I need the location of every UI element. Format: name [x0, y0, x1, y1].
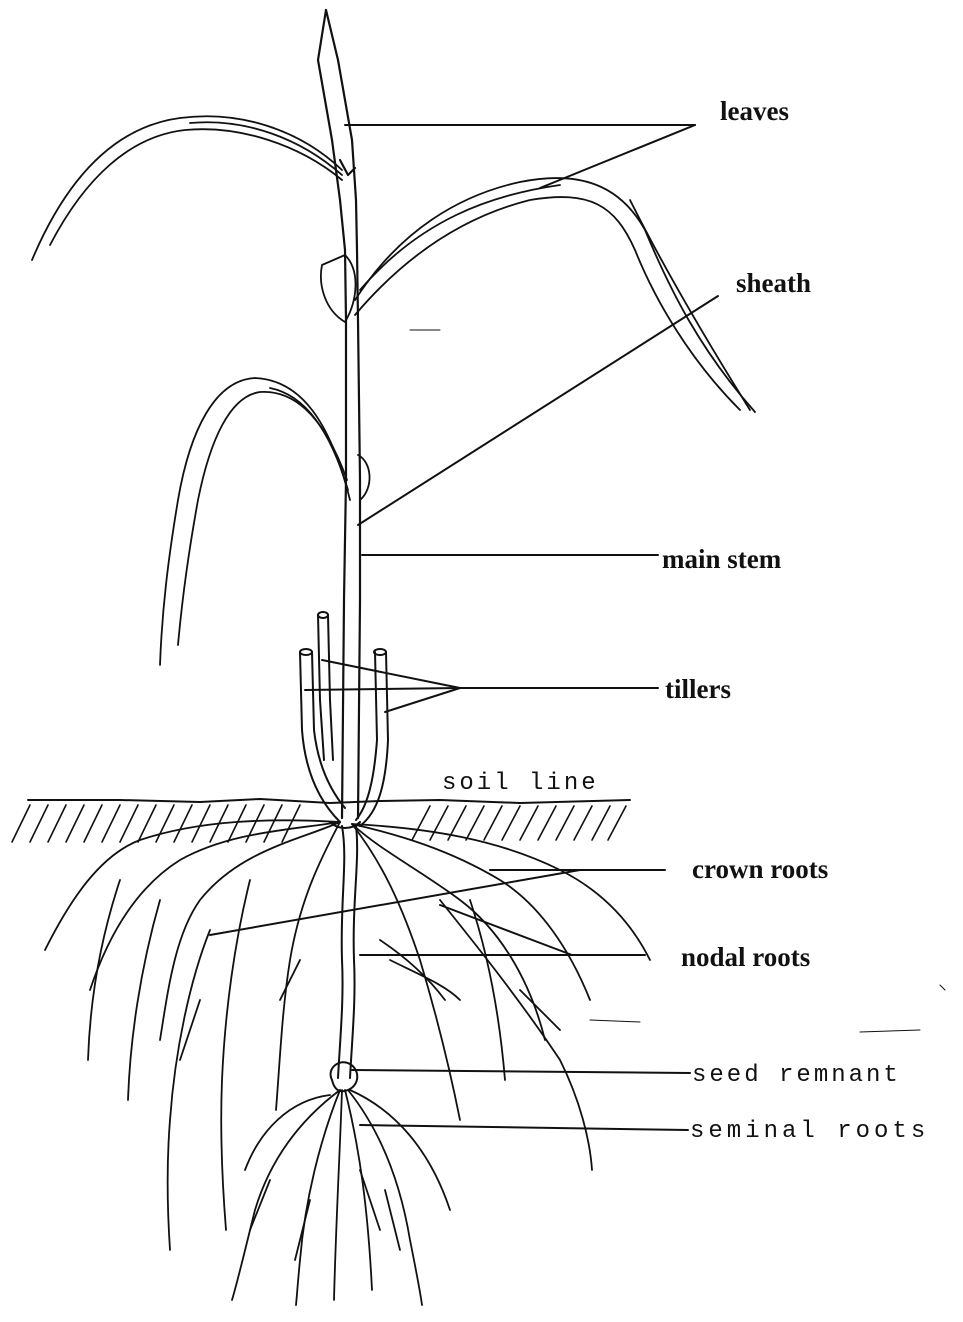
main-stem-drawing [318, 10, 360, 818]
seed-remnant-drawing [331, 1062, 358, 1091]
leaves-leader-b [540, 125, 695, 188]
label-tillers: tillers [665, 676, 731, 703]
crown-roots-drawing [45, 820, 650, 1250]
label-main-stem: main stem [662, 546, 781, 573]
tillers-leader-c [385, 688, 460, 712]
upper-right-leaf [321, 178, 755, 412]
upper-left-leaf [32, 116, 342, 260]
label-leaves: leaves [720, 98, 789, 125]
soil-surface [28, 799, 630, 803]
label-sheath: sheath [736, 270, 811, 297]
seminal-roots-leader [360, 1125, 688, 1130]
label-seminal-roots: seminal roots [690, 1120, 929, 1144]
crown-roots-leader-a [210, 870, 580, 935]
tillers-leader-b [305, 688, 460, 690]
label-soil-line: soil line [442, 772, 599, 796]
label-crown-roots: crown roots [692, 856, 828, 883]
leader-lines [210, 125, 718, 1130]
sub-crown-internode [338, 826, 357, 1078]
lower-leaf [160, 378, 370, 665]
soil-hatching [12, 805, 626, 842]
seminal-roots-drawing [232, 1090, 450, 1305]
label-seed-remnant: seed remnant [692, 1064, 901, 1088]
label-nodal-roots: nodal roots [681, 944, 810, 971]
seed-remnant-leader [352, 1070, 690, 1073]
